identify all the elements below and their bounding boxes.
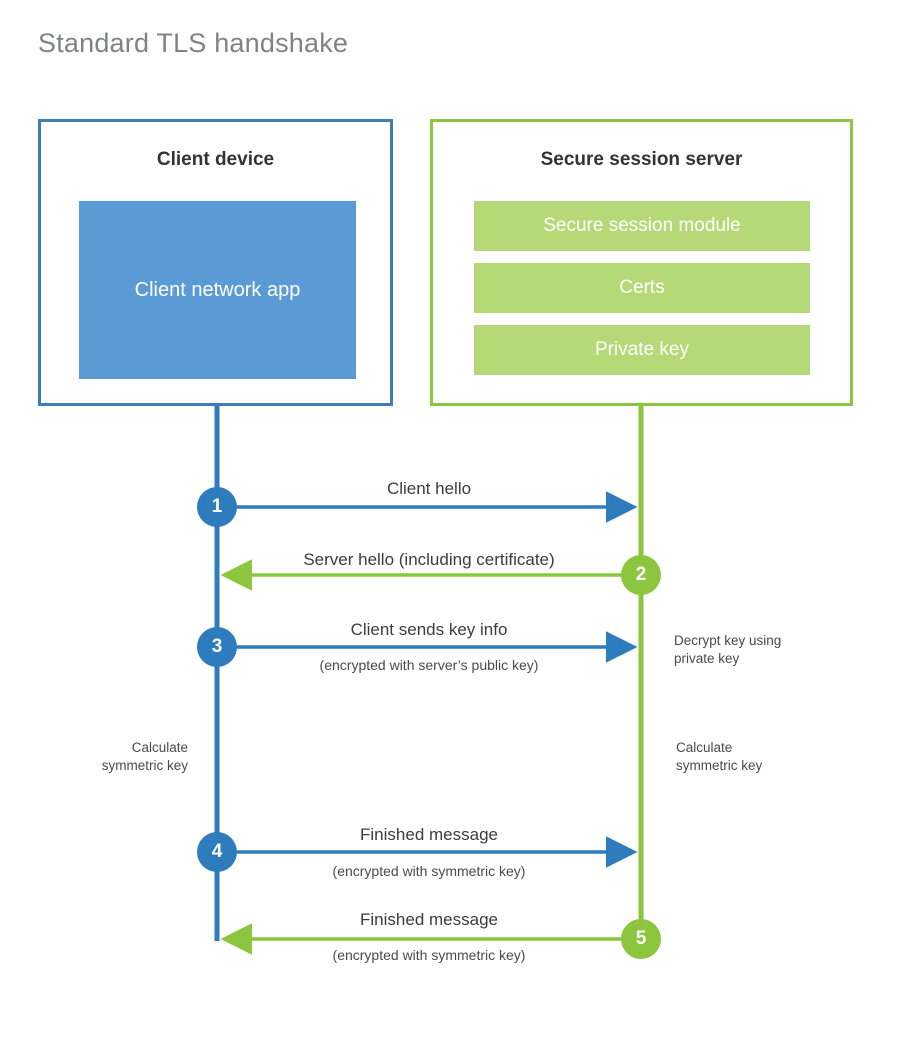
client-network-app-block: Client network app (79, 201, 356, 379)
step-3-sublabel: (encrypted with server’s public key) (319, 657, 539, 673)
note-decrypt-key: Decrypt key using private key (674, 633, 782, 666)
client-device-box: Client device Client network app (38, 119, 393, 406)
step-5-label: Finished message (360, 910, 498, 929)
page-title: Standard TLS handshake (38, 28, 349, 58)
server-component-private-key: Private key (474, 325, 810, 375)
step-marker-4[interactable]: 4 (197, 832, 237, 872)
step-marker-3[interactable]: 3 (197, 627, 237, 667)
step-4-label: Finished message (360, 825, 498, 844)
step-2-label: Server hello (including certificate) (303, 550, 555, 569)
step-5-sublabel: (encrypted with symmetric key) (332, 947, 526, 963)
step-marker-1[interactable]: 1 (197, 487, 237, 527)
note-server-calculate-symmetric-key: Calculate symmetric key (676, 740, 763, 773)
step-3-label: Client sends key info (350, 620, 508, 639)
secure-session-server-title: Secure session server (540, 149, 743, 170)
server-component-certs: Certs (474, 263, 810, 313)
step-marker-2[interactable]: 2 (621, 555, 661, 595)
step-marker-5[interactable]: 5 (621, 919, 661, 959)
secure-session-server-box: Secure session server Secure session mod… (430, 119, 853, 406)
note-client-calculate-symmetric-key: Calculate symmetric key (101, 740, 188, 773)
server-components-list: Secure session module Certs Private key (474, 201, 810, 375)
step-4-sublabel: (encrypted with symmetric key) (332, 863, 526, 879)
step-1-label: Client hello (386, 479, 472, 498)
server-component-secure-session-module: Secure session module (474, 201, 810, 251)
client-device-title: Client device (156, 149, 275, 170)
